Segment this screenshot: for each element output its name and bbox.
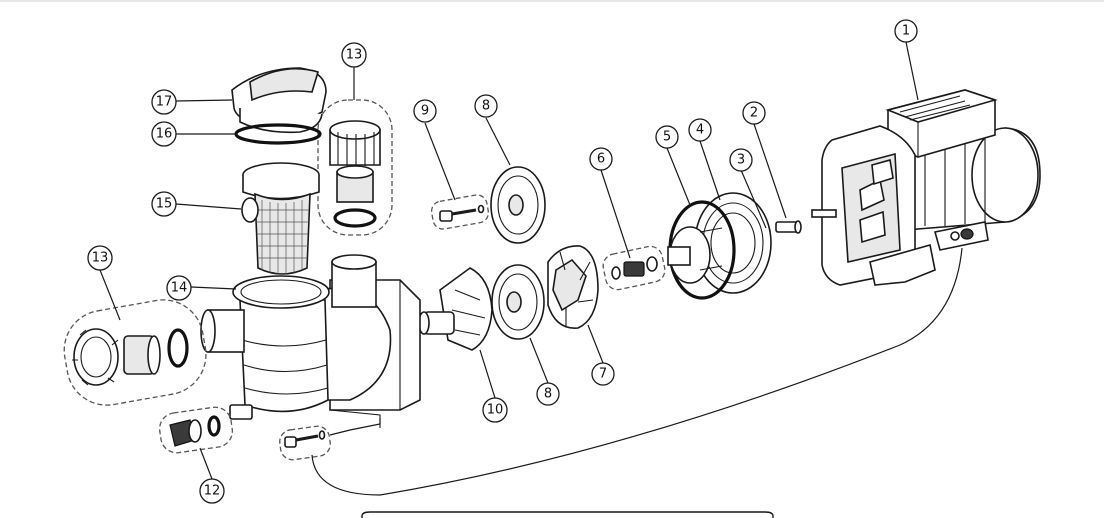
callout-17: 17 xyxy=(151,89,177,115)
callout-5: 5 xyxy=(655,125,679,149)
callout-label: 13 xyxy=(346,48,363,63)
housing-screw xyxy=(279,425,331,461)
impeller-upper xyxy=(490,166,546,244)
callout-label: 3 xyxy=(737,153,745,168)
mechanical-seal xyxy=(602,245,666,291)
callout-8-lower: 8 xyxy=(536,382,560,406)
screw-guide-line xyxy=(349,418,381,431)
union-fitting-upper xyxy=(317,99,393,236)
callout-14: 14 xyxy=(166,275,192,301)
bottom-panel-edge xyxy=(361,511,774,518)
callout-label: 9 xyxy=(421,104,429,119)
impeller-screw xyxy=(430,194,490,230)
motor xyxy=(811,89,1041,286)
callout-7: 7 xyxy=(591,362,615,386)
callout-label: 5 xyxy=(663,130,671,145)
callout-label: 10 xyxy=(487,403,504,418)
callout-1: 1 xyxy=(894,19,918,43)
strainer-lid xyxy=(231,67,327,134)
callout-label: 8 xyxy=(544,387,552,402)
callout-label: 2 xyxy=(750,106,758,121)
callout-label: 12 xyxy=(204,484,221,499)
drain-plug xyxy=(158,406,234,454)
callout-label: 4 xyxy=(696,123,704,138)
callout-4: 4 xyxy=(688,118,712,142)
basket-mesh xyxy=(256,200,309,274)
callout-6: 6 xyxy=(589,147,613,171)
callout-label: 15 xyxy=(156,197,173,212)
pump-housing xyxy=(200,254,421,428)
callout-leaders xyxy=(99,41,919,480)
diffuser-hub xyxy=(667,226,723,284)
callout-12: 12 xyxy=(199,478,225,504)
callout-9: 9 xyxy=(413,99,437,123)
screw-axis-line xyxy=(329,429,351,436)
assembly-path-line xyxy=(311,247,963,496)
callout-label: 17 xyxy=(156,95,173,110)
callout-label: 6 xyxy=(597,152,605,167)
callout-label: 1 xyxy=(902,24,910,39)
callout-label: 13 xyxy=(92,251,109,266)
callout-label: 8 xyxy=(482,99,490,114)
shaft-seal-washer xyxy=(775,220,802,234)
callout-3: 3 xyxy=(729,148,753,172)
callout-13-upper: 13 xyxy=(341,42,367,68)
callout-16: 16 xyxy=(151,121,177,147)
callout-10: 10 xyxy=(482,397,508,423)
callout-label: 7 xyxy=(599,367,607,382)
strainer-basket xyxy=(241,162,320,275)
callout-label: 14 xyxy=(171,281,188,296)
callout-8-upper: 8 xyxy=(474,94,498,118)
callout-2: 2 xyxy=(742,101,766,125)
callout-13-left: 13 xyxy=(87,245,113,271)
union-fitting-left xyxy=(63,299,207,406)
diffuser xyxy=(547,245,599,329)
callout-label: 16 xyxy=(156,127,173,142)
impeller-lower xyxy=(491,264,545,340)
callout-15: 15 xyxy=(151,191,177,217)
volute-cover xyxy=(418,267,493,351)
